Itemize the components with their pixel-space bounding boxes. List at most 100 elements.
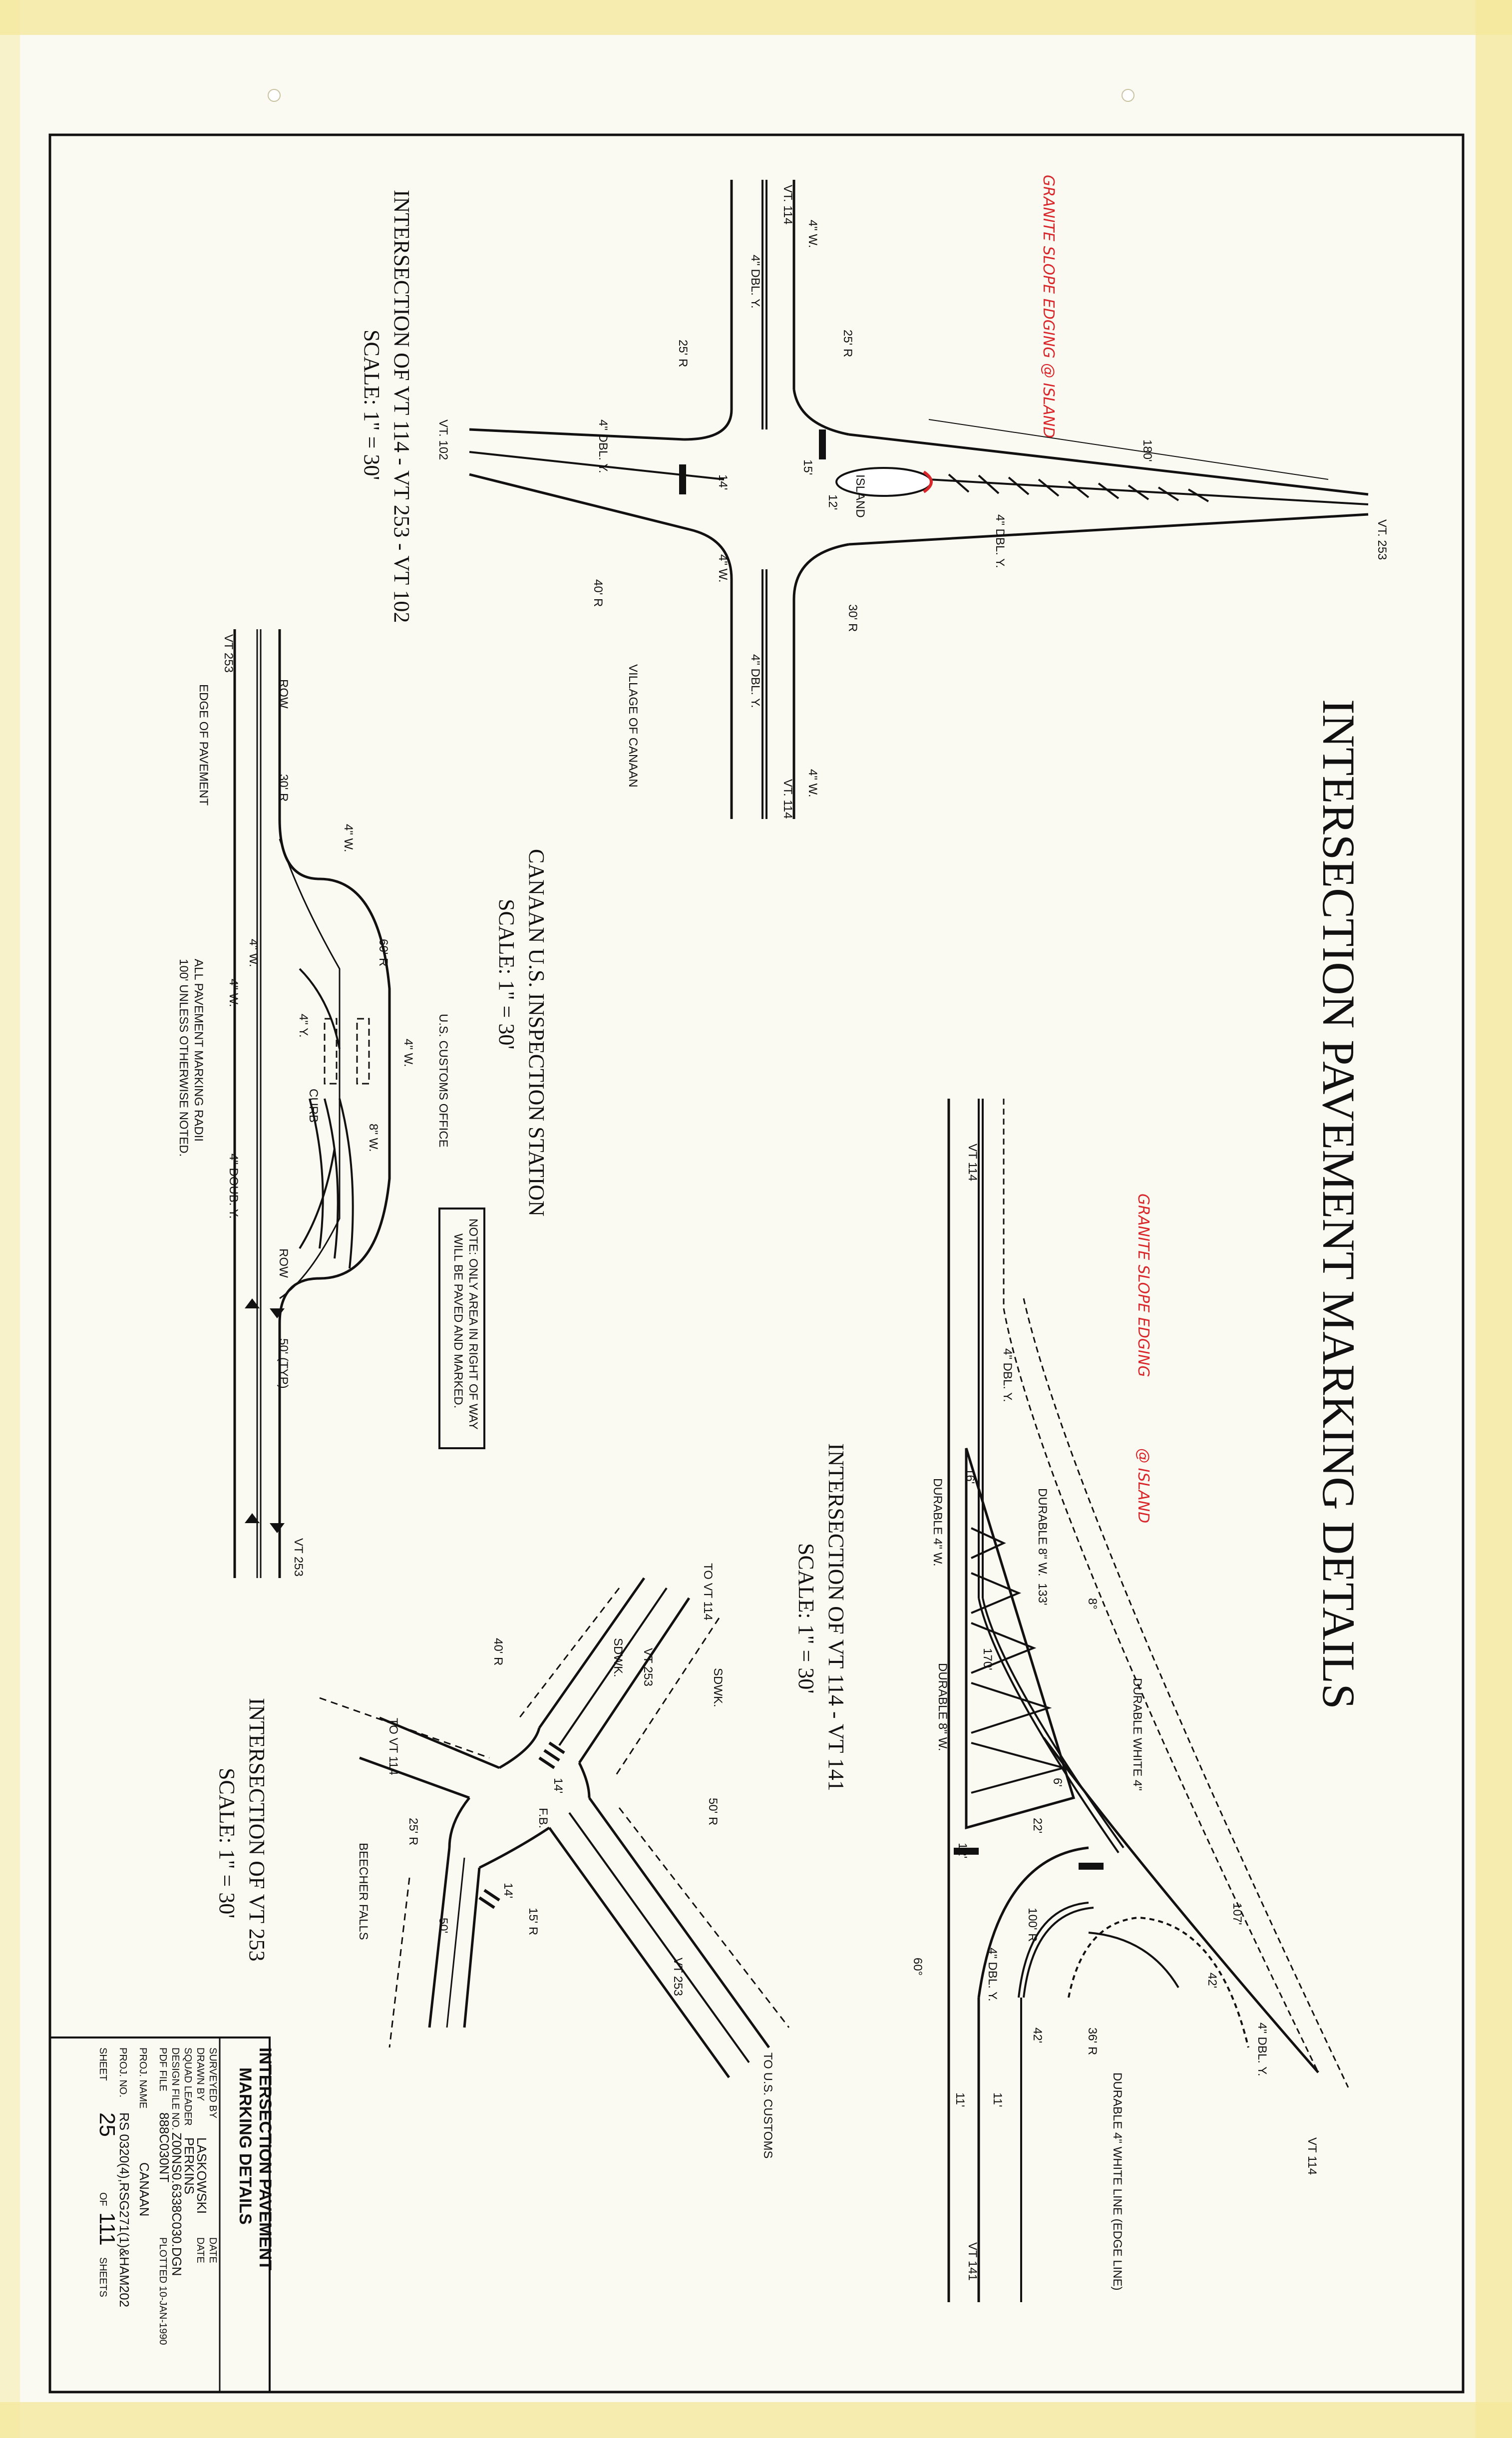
- tb-proj-no: PROJ. NO.: [117, 2047, 128, 2097]
- detail-title-inspection: CANAAN U.S. INSPECTION STATION: [524, 849, 549, 1217]
- doub-y-label: 4" DOUB. Y.: [227, 1154, 240, 1219]
- tb-sheet: SHEET: [97, 2047, 108, 2081]
- detail-title-253: INTERSECTION OF VT 253: [245, 1698, 269, 1962]
- durable-4w: DURABLE 4" W.: [931, 1478, 944, 1567]
- tb-pdf-file-value: 888C030NT: [157, 2112, 172, 2182]
- dbl-y-label-3: 4" DBL. Y.: [749, 654, 762, 708]
- tb-date-2: DATE: [195, 2237, 206, 2263]
- radius-40: 40' R: [591, 579, 605, 607]
- label-vt114-left: VT 114: [966, 1144, 979, 1181]
- tb-sheets: SHEETS: [97, 2257, 108, 2297]
- fb-label: F.B.: [536, 1808, 550, 1828]
- w-label-insp-2: 4" W.: [247, 939, 260, 967]
- radius-30-inspection: 30' R: [277, 774, 290, 802]
- to-customs: TO U.S. CUSTOMS: [761, 2052, 774, 2158]
- punch-hole: [268, 89, 281, 102]
- tb-date-1: DATE: [207, 2237, 218, 2263]
- dbl-y-label-1: 4" DBL. Y.: [993, 514, 1007, 568]
- tb-proj-name-value: CANAAN: [137, 2162, 152, 2216]
- village-label: VILLAGE OF CANAAN: [626, 664, 640, 788]
- dim-12: 12': [956, 1843, 969, 1858]
- detail-inspection-station: VT 253 VT 253 ROW ROW EDGE OF PAVEMENT 3…: [177, 629, 549, 1578]
- label-vt114-right: VT 114: [1305, 2137, 1319, 2175]
- dbl-y-141-1: 4" DBL. Y.: [1001, 1348, 1014, 1402]
- width-11-b: 11': [991, 2092, 1004, 2107]
- dim-133: 133': [1036, 1583, 1049, 1606]
- label-vt253-left: VT 253: [222, 634, 235, 673]
- angle-60: 60°: [911, 1958, 924, 1976]
- label-vt253-right: VT 253: [292, 1538, 305, 1577]
- row-note-2: WILL BE PAVED AND MARKED.: [451, 1233, 465, 1408]
- dim-12: 12': [826, 494, 839, 510]
- detail-vt114-vt253-vt102: VT. 253 VT. 114 VT. 114 VT. 102 180' 4" …: [360, 175, 1389, 819]
- title-block: INTERSECTION PAVEMENT MARKING DETAILS SU…: [49, 2036, 275, 2393]
- radius-36: 36' R: [1086, 2028, 1099, 2055]
- w-label-insp-4: 4" W.: [401, 1039, 415, 1067]
- radius-60-inspection: 60' R: [377, 939, 390, 966]
- angle-8: 8°: [1086, 1598, 1099, 1610]
- durable-8w-2: DURABLE 8" W.: [936, 1663, 949, 1751]
- radius-50-253: 50' R: [706, 1798, 720, 1825]
- dim-107: 107': [1230, 1903, 1244, 1925]
- label-vt253: VT. 253: [1375, 519, 1389, 560]
- tb-drawn-by-value: LASKOWSKI: [194, 2137, 209, 2214]
- w-label-2: 4" W.: [716, 554, 730, 583]
- curb-label: CURB: [307, 1089, 320, 1123]
- tb-of: OF: [97, 2192, 108, 2206]
- detail-scale-inspection: SCALE: 1" = 30': [494, 899, 519, 1049]
- sdwk-label-2: SDWK.: [711, 1668, 725, 1707]
- island-label: ISLAND: [853, 474, 867, 518]
- red-note-granite-2b: @ ISLAND: [1134, 1448, 1152, 1523]
- label-vt102: VT. 102: [436, 419, 450, 460]
- dim-16: 16': [963, 1468, 977, 1484]
- radius-25-a: 25' R: [841, 330, 854, 357]
- dbl-y-label-2: 4" DBL. Y.: [749, 255, 762, 309]
- durable-edge-line: DURABLE 4" WHITE LINE (EDGE LINE): [1111, 2072, 1124, 2291]
- y-label-insp: 4" Y.: [297, 1014, 310, 1038]
- dim-6: 6': [1051, 1778, 1064, 1787]
- title-block-heading-1: INTERSECTION PAVEMENT: [256, 2047, 275, 2271]
- red-note-granite-2a: GRANITE SLOPE EDGING: [1134, 1194, 1152, 1377]
- sheet-title: INTERSECTION PAVEMENT MARKING DETAILS: [1313, 699, 1364, 1709]
- tb-total-sheets: 111: [95, 2212, 119, 2246]
- dim-14-253-b: 14': [501, 1883, 515, 1898]
- tb-plotted: PLOTTED 10-JAN-1990: [157, 2237, 168, 2345]
- dim-180: 180': [1140, 439, 1154, 462]
- label-vt141: VT 141: [966, 2242, 979, 2281]
- beecher-falls: BEECHER FALLS: [357, 1843, 370, 1940]
- label-vt114-top: VT. 114: [781, 185, 794, 225]
- detail-scale-253: SCALE: 1" = 30': [215, 1768, 239, 1918]
- row-label-2: ROW: [277, 1248, 290, 1278]
- vt253-label-2: VT 253: [671, 1958, 685, 1996]
- tb-proj-name: PROJ. NAME: [137, 2047, 148, 2108]
- durable-8w-1: DURABLE 8" W.: [1036, 1488, 1049, 1577]
- row-note-1: NOTE: ONLY AREA IN RIGHT OF WAY: [466, 1219, 480, 1430]
- customs-office-label: U.S. CUSTOMS OFFICE: [436, 1014, 450, 1148]
- radius-25-253: 25' R: [406, 1818, 420, 1845]
- tb-pdf-file: PDF FILE: [157, 2047, 168, 2091]
- w-label-insp-3: 4" W.: [227, 979, 240, 1007]
- dim-14-253-a: 14': [551, 1778, 565, 1793]
- drawing-border: [48, 133, 1465, 2394]
- typ-50-label: 50' (TYP): [277, 1338, 290, 1389]
- dbl-y-141-2: 4" DBL. Y.: [986, 1948, 999, 2002]
- radius-100: 100' R: [1026, 1908, 1039, 1942]
- detail-vt114-vt141: VT 114 VT 114 VT 141 4" DBL. Y. 4" DBL. …: [794, 1099, 1349, 2302]
- tape-strip-left: [0, 0, 20, 2438]
- row-label-1: ROW: [277, 679, 290, 709]
- detail-title-114-141: INTERSECTION OF VT 114 - VT 141: [824, 1443, 848, 1791]
- edge-of-pavement: EDGE OF PAVEMENT: [197, 684, 210, 806]
- dim-14: 14': [716, 474, 730, 490]
- note-radii-2: 100' UNLESS OTHERWISE NOTED.: [177, 959, 190, 1157]
- radius-40-253: 40' R: [491, 1638, 505, 1665]
- tb-surveyed-by: SURVEYED BY: [207, 2047, 218, 2118]
- tape-strip-top: [0, 0, 1512, 35]
- dim-22: 22': [1031, 1818, 1044, 1833]
- red-note-granite-1: GRANITE SLOPE EDGING @ ISLAND: [1040, 175, 1057, 438]
- tb-sheet-no: 25: [95, 2112, 119, 2137]
- detail-title-114-253-102: INTERSECTION OF VT 114 - VT 253 - VT 102: [389, 190, 414, 623]
- vt253-label-1: VT 253: [641, 1648, 655, 1686]
- radius-30: 30' R: [846, 604, 859, 632]
- tb-design-file-value: Z00NS0.6338C030.DGN: [169, 2132, 184, 2276]
- dbl-y-141-3: 4" DBL. Y.: [1255, 2023, 1269, 2076]
